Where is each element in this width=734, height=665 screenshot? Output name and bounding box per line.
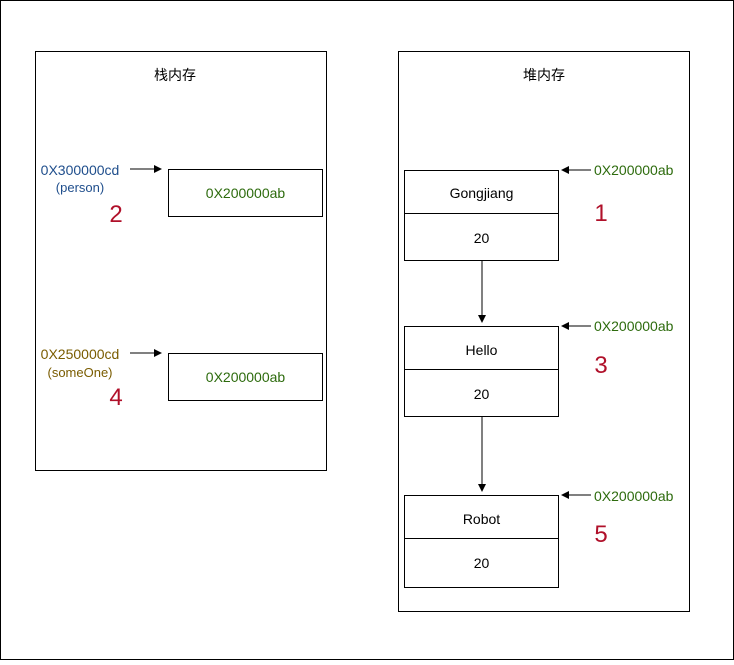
- heap-object-3-value-cell: [404, 538, 559, 588]
- heap-object-2-address: 0X200000ab: [594, 318, 674, 334]
- heap-object-1-address: 0X200000ab: [594, 162, 674, 178]
- stack-slot-2: 0X250000cd (someOne) 4 0X200000ab: [41, 346, 323, 411]
- stack-slot-1-address: 0X300000cd: [41, 162, 120, 178]
- heap-object-2-name: Hello: [466, 342, 498, 358]
- heap-object-3: Robot 20 0X200000ab 5: [404, 488, 674, 588]
- heap-object-1-name-cell: [404, 170, 559, 214]
- stack-slot-2-step: 4: [109, 384, 122, 411]
- stack-memory-region: 栈内存 0X300000cd (person) 2 0X200000ab 0X2…: [35, 51, 327, 471]
- heap-object-2-name-cell: [404, 326, 559, 370]
- heap-object-2-value: 20: [474, 386, 490, 402]
- stack-slot-1-box: [168, 169, 323, 217]
- stack-slot-1-variable: (person): [56, 180, 104, 195]
- stack-slot-2-value: 0X200000ab: [206, 369, 286, 385]
- stack-container: [35, 51, 327, 471]
- stack-slot-1-value: 0X200000ab: [206, 185, 286, 201]
- stack-title: 栈内存: [154, 67, 196, 83]
- heap-object-2: Hello 20 0X200000ab 3: [404, 318, 674, 417]
- heap-object-1-value-cell: [404, 213, 559, 261]
- heap-object-2-step: 3: [594, 352, 607, 379]
- heap-object-2-value-cell: [404, 369, 559, 417]
- heap-memory-region: 堆内存 Gongjiang 20 0X200000ab 1 Hello 20 0…: [398, 51, 690, 612]
- heap-object-3-value: 20: [474, 555, 490, 571]
- stack-slot-1: 0X300000cd (person) 2 0X200000ab: [41, 162, 323, 228]
- heap-object-1: Gongjiang 20 0X200000ab 1: [404, 162, 674, 261]
- heap-object-1-step: 1: [594, 200, 607, 227]
- heap-object-3-step: 5: [594, 521, 607, 548]
- heap-object-3-name-cell: [404, 495, 559, 539]
- stack-slot-2-variable: (someOne): [47, 365, 112, 380]
- heap-object-3-name: Robot: [463, 511, 500, 527]
- heap-object-3-address: 0X200000ab: [594, 488, 674, 504]
- heap-title: 堆内存: [523, 67, 565, 83]
- stack-slot-1-step: 2: [109, 201, 122, 228]
- stack-slot-2-box: [168, 353, 323, 401]
- heap-object-1-name: Gongjiang: [450, 185, 514, 201]
- stack-slot-2-address: 0X250000cd: [41, 346, 120, 362]
- heap-object-1-value: 20: [474, 230, 490, 246]
